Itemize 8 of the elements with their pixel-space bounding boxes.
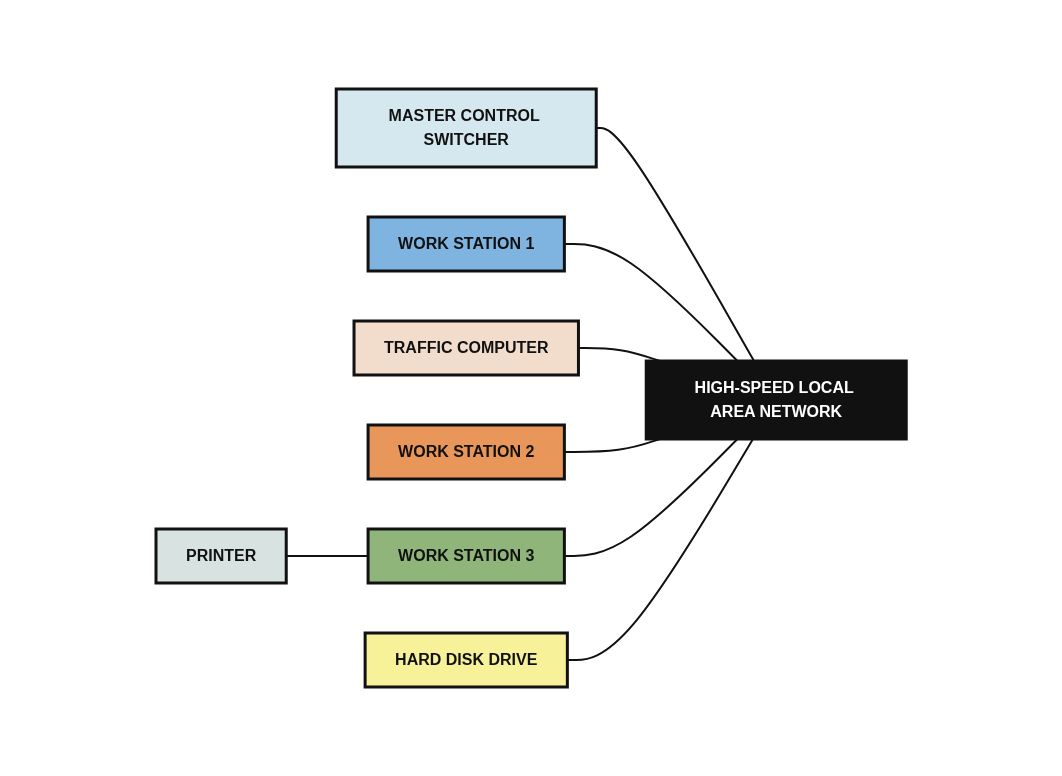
node-box: WORK STATION 1 [366,215,566,273]
node-box: PRINTER [154,527,288,585]
node-box: HIGH-SPEED LOCAL AREA NETWORK [644,359,908,441]
node-box: MASTER CONTROL SWITCHER [334,87,598,169]
node-box: WORK STATION 2 [366,423,566,481]
node-box: TRAFFIC COMPUTER [352,319,580,377]
node-box: HARD DISK DRIVE [363,631,569,689]
node-box: WORK STATION 3 [366,527,566,585]
